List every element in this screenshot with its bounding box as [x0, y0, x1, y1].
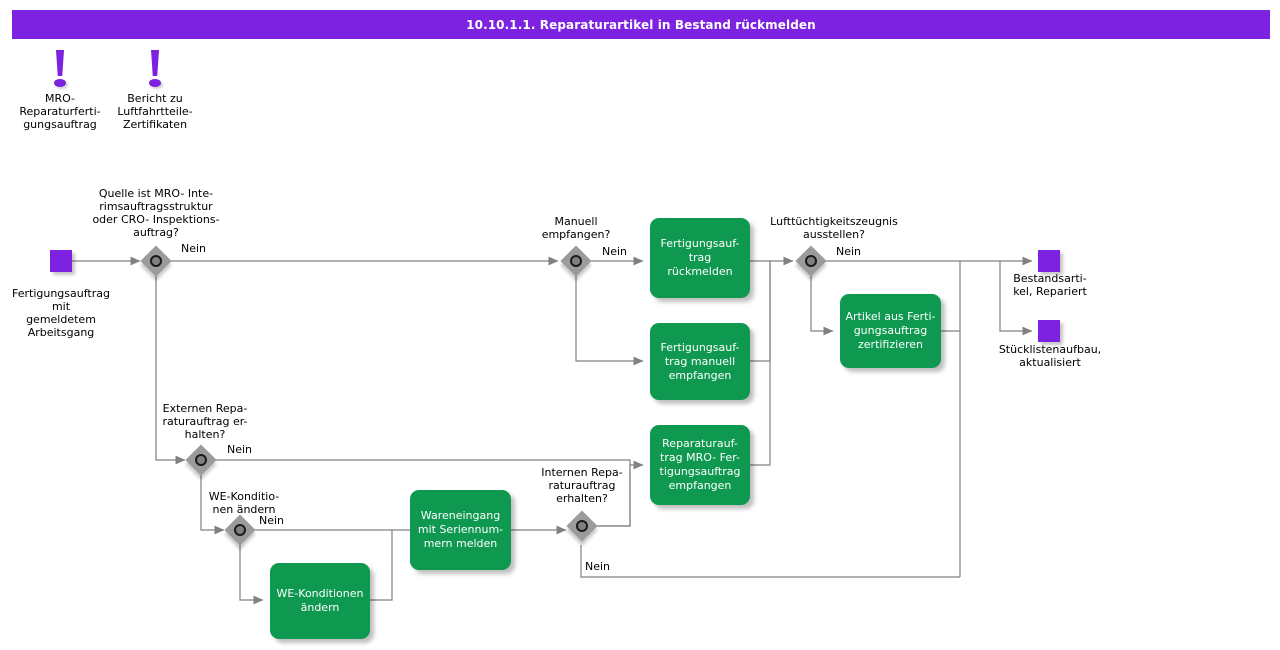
exclamation-dot: [54, 79, 66, 87]
gateway-ring-icon: [150, 255, 162, 267]
gateway-source-mro-cro-branch-label: Nein: [181, 242, 207, 255]
gateway-ring-icon: [576, 520, 588, 532]
end-bom-structure-updated-label: Stücklistenaufbau, aktualisiert: [998, 343, 1102, 369]
gateway-manual-receipt-question: Manuell empfangen?: [541, 215, 611, 241]
gateway-ring-icon: [195, 454, 207, 466]
task-goods-receipt-serial-numbers[interactable]: Wareneingang mit Seriennum- mern melden: [410, 490, 511, 570]
gateway-ring-icon: [234, 524, 246, 536]
gateway-airworthiness-certificate-branch-label: Nein: [836, 245, 862, 258]
gateway-external-repair-order-question: Externen Repa- raturauftrag er- halten?: [162, 402, 248, 441]
gateway-change-gr-conditions-question: WE-Konditio- nen ändern: [208, 490, 280, 516]
exclamation-bar: [151, 50, 159, 76]
gateway-external-repair-order-branch-label: Nein: [227, 443, 253, 456]
task-certify-article[interactable]: Artikel aus Ferti- gungsauftrag zertifiz…: [840, 294, 941, 368]
gateway-internal-repair-order[interactable]: [566, 510, 598, 542]
page-title: 10.10.1.1. Reparaturartikel in Bestand r…: [466, 17, 816, 32]
task-receive-repair-order-mro[interactable]: Reparaturauf- trag MRO- Fer- tigungsauft…: [650, 425, 750, 505]
gateway-ring-icon: [805, 255, 817, 267]
start-production-order[interactable]: [50, 250, 72, 272]
gateway-internal-repair-order-branch-label: Nein: [585, 560, 611, 573]
gateway-source-mro-cro-question: Quelle ist MRO- Inte- rimsauftragsstrukt…: [92, 187, 220, 239]
gateway-external-repair-order[interactable]: [185, 444, 217, 476]
gateway-internal-repair-order-question: Internen Repa- raturauftrag erhalten?: [541, 466, 623, 505]
gateway-airworthiness-certificate-question: Lufttüchtigkeitszeugnis ausstellen?: [770, 215, 898, 241]
task-change-gr-conditions[interactable]: WE-Konditionen ändern: [270, 563, 370, 639]
gateway-ring-icon: [570, 255, 582, 267]
end-bom-structure-updated[interactable]: [1038, 320, 1060, 342]
exclamation-icon-aviation-parts-certificate-report: [148, 50, 162, 90]
gateway-manual-receipt[interactable]: [560, 245, 592, 277]
gateway-manual-receipt-branch-label: Nein: [602, 245, 628, 258]
gateway-change-gr-conditions-branch-label: Nein: [259, 514, 285, 527]
exclamation-bar: [56, 50, 64, 76]
gateway-airworthiness-certificate[interactable]: [795, 245, 827, 277]
start-production-order-label: Fertigungsauftrag mit gemeldetem Arbeits…: [12, 287, 110, 339]
end-stock-item-repaired-label: Bestandsarti- kel, Repariert: [1013, 272, 1087, 298]
page-title-bar: 10.10.1.1. Reparaturartikel in Bestand r…: [12, 10, 1270, 39]
gateway-change-gr-conditions[interactable]: [224, 514, 256, 546]
gateway-source-mro-cro[interactable]: [140, 245, 172, 277]
exclamation-icon-mro-repair-production-order: [53, 50, 67, 90]
task-receive-production-order-manually[interactable]: Fertigungsauf- trag manuell empfangen: [650, 323, 750, 400]
task-report-production-order[interactable]: Fertigungsauf- trag rückmelden: [650, 218, 750, 298]
end-stock-item-repaired[interactable]: [1038, 250, 1060, 272]
annotation-label-aviation-parts-certificate-report: Bericht zu Luftfahrtteile- Zertifikaten: [117, 92, 193, 131]
exclamation-dot: [149, 79, 161, 87]
annotation-label-mro-repair-production-order: MRO- Reparaturferti- gungsauftrag: [19, 92, 101, 131]
